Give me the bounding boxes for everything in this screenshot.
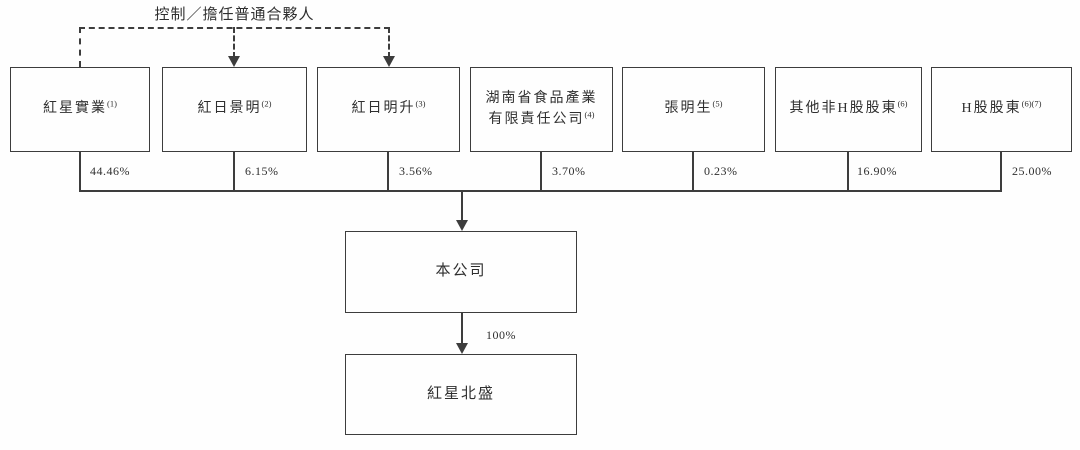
ownership-percent: 16.90% xyxy=(857,164,897,178)
shareholder-name-text: 其他非H股股東 xyxy=(789,101,898,117)
ownership-percent: 3.70% xyxy=(552,164,586,178)
shareholder-name-text: 紅星實業 xyxy=(43,101,108,117)
ownership-percent: 0.23% xyxy=(704,164,738,178)
shareholder-name: 紅星實業(1) xyxy=(43,99,117,119)
control-label: 控制／擔任普通合夥人 xyxy=(154,7,315,23)
shareholder-name: 紅日景明(2) xyxy=(198,99,272,119)
connector-line xyxy=(79,152,81,190)
ownership-percent: 25.00% xyxy=(1012,164,1052,178)
shareholder-box: 紅星實業(1) xyxy=(10,67,150,152)
shareholder-name: H股股東(6)(7) xyxy=(962,99,1042,119)
shareholder-name-text: 張明生 xyxy=(664,101,713,117)
connector-line xyxy=(461,313,463,344)
dashed-connector-line xyxy=(79,27,81,67)
subsidiary-box: 紅星北盛 xyxy=(345,354,577,435)
ownership-percent: 44.46% xyxy=(90,164,130,178)
footnote-marker: (6)(7) xyxy=(1021,98,1042,109)
connector-line xyxy=(540,152,542,190)
arrow-down-icon xyxy=(456,343,468,354)
arrow-down-icon xyxy=(456,220,468,231)
connector-line xyxy=(461,190,463,222)
connector-line xyxy=(387,152,389,190)
footnote-marker: (3) xyxy=(415,98,426,109)
arrow-down-icon xyxy=(383,56,395,67)
dashed-connector-line xyxy=(388,27,390,58)
footnote-marker: (2) xyxy=(261,98,272,109)
footnote-marker: (5) xyxy=(712,98,723,109)
connector-line xyxy=(692,152,694,190)
shareholder-box: H股股東(6)(7) xyxy=(931,67,1072,152)
ownership-percent: 3.56% xyxy=(399,164,433,178)
company-name: 本公司 xyxy=(435,263,487,280)
shareholder-name-text: H股股東 xyxy=(961,101,1022,117)
shareholder-box: 湖南省食品產業 有限責任公司(4) xyxy=(470,67,613,152)
footnote-marker: (1) xyxy=(107,98,117,109)
connector-line xyxy=(847,152,849,190)
shareholder-box: 張明生(5) xyxy=(622,67,765,152)
shareholder-box: 紅日明升(3) xyxy=(317,67,460,152)
shareholder-name-text: 湖南省食品產業 有限責任公司 xyxy=(485,91,598,127)
connector-line xyxy=(233,152,235,190)
shareholder-box: 其他非H股股東(6) xyxy=(775,67,922,152)
shareholder-name: 張明生(5) xyxy=(665,99,723,119)
footnote-marker: (6) xyxy=(897,98,908,109)
footnote-marker: (4) xyxy=(584,108,595,119)
shareholder-name: 湖南省食品產業 有限責任公司(4) xyxy=(486,89,598,130)
subsidiary-name: 紅星北盛 xyxy=(426,385,495,402)
shareholder-name: 紅日明升(3) xyxy=(352,99,426,119)
shareholder-name-text: 紅日景明 xyxy=(197,101,262,117)
collector-line xyxy=(79,190,1002,192)
ownership-percent: 100% xyxy=(486,328,516,342)
ownership-percent: 6.15% xyxy=(245,164,279,178)
shareholder-box: 紅日景明(2) xyxy=(162,67,307,152)
shareholder-name: 其他非H股股東(6) xyxy=(789,99,907,119)
connector-line xyxy=(1000,152,1002,190)
shareholder-name-text: 紅日明升 xyxy=(351,101,416,117)
company-box: 本公司 xyxy=(345,231,577,313)
dashed-connector-line xyxy=(233,27,235,58)
arrow-down-icon xyxy=(228,56,240,67)
